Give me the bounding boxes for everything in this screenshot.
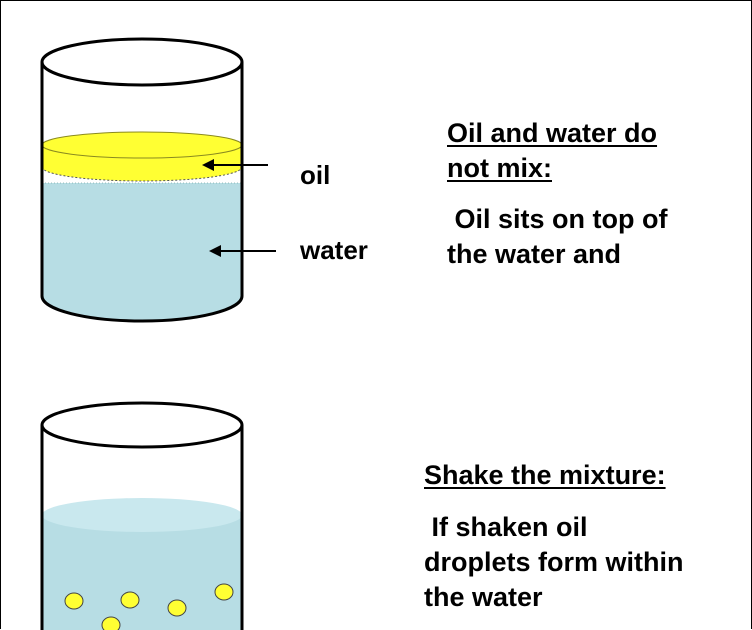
oil-droplets <box>64 583 234 630</box>
mixed-water-surface <box>42 498 242 532</box>
beaker-rim <box>40 37 244 87</box>
heading-no-mix-line1: Oil and water do <box>447 118 658 148</box>
oil-droplet <box>64 592 84 610</box>
body-oil-on-top-line1: Oil sits on top of <box>447 204 668 234</box>
water-layer <box>42 183 242 321</box>
heading-no-mix-line2: not mix: <box>447 153 552 183</box>
oil-droplet <box>120 591 140 609</box>
label-water: water <box>300 235 368 265</box>
body-shaken-line1: If shaken oil <box>424 512 588 542</box>
heading-shake: Shake the mixture: <box>424 460 666 490</box>
oil-droplet <box>101 616 121 630</box>
oil-droplet <box>214 583 234 601</box>
body-shaken-line3: the water <box>424 582 543 612</box>
body-shaken-line2: droplets form within <box>424 547 684 577</box>
beaker-rim <box>40 401 244 449</box>
beaker-top <box>40 37 244 323</box>
arrow-water <box>209 245 276 257</box>
oil-droplet <box>167 599 187 617</box>
label-oil: oil <box>300 160 331 190</box>
oil-surface <box>41 131 243 159</box>
oil-water-boundary <box>41 166 243 182</box>
body-oil-on-top-line2: the water and <box>447 239 622 269</box>
mixed-water <box>42 515 242 630</box>
beaker-bottom <box>40 401 244 630</box>
arrow-oil <box>202 159 268 171</box>
oil-layer <box>42 145 242 181</box>
